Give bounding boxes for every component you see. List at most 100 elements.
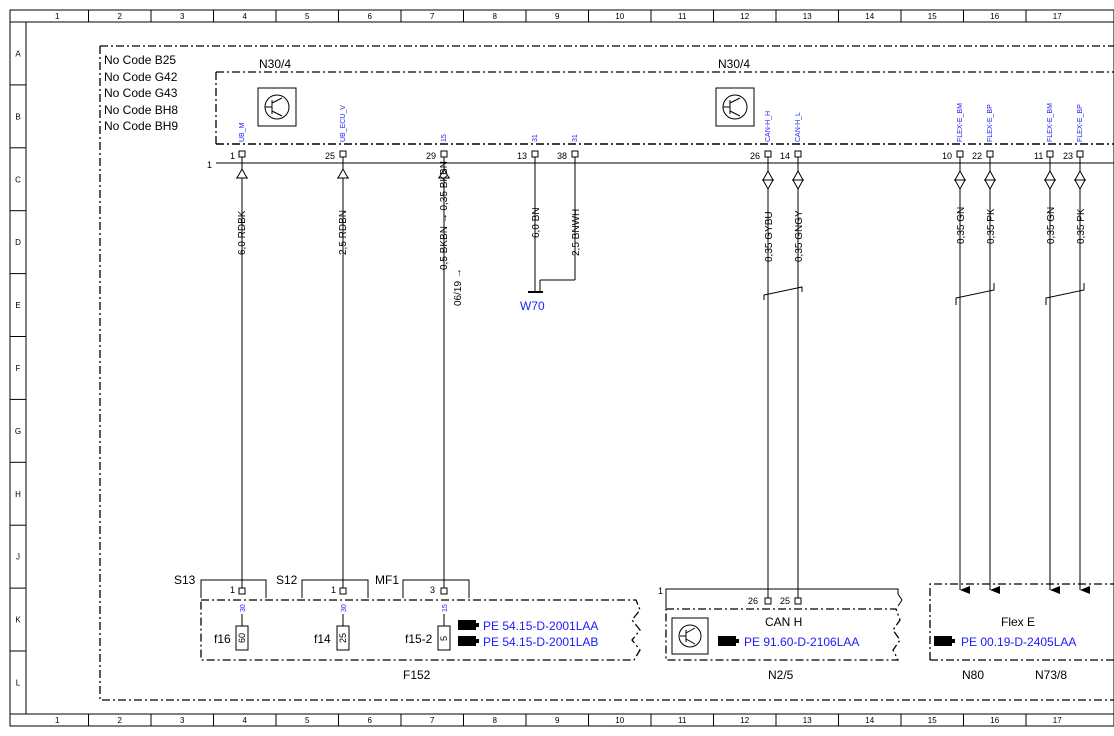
grid-column-label: 7 xyxy=(430,716,435,725)
pin-number: 29 xyxy=(426,151,436,161)
twist-marker xyxy=(763,286,803,300)
n30-pins: UB_M 1 UB_ECU_V 25 15 29 31 13 31 38 CAN… xyxy=(230,103,1084,161)
drawing-frame xyxy=(9,9,1114,727)
wire-label: 0,35 GNGY xyxy=(794,210,805,262)
grid-row-label: G xyxy=(15,427,21,436)
pin-signal-label: UB_M xyxy=(239,122,246,142)
grid-column-label: 1 xyxy=(55,12,60,21)
pin-number: 1 xyxy=(230,151,235,161)
reference-link[interactable]: PE 91.60-D-2106LAA xyxy=(744,635,859,649)
wire-label: 6,0 BN xyxy=(531,207,542,238)
wire-label: 6,0 RDBK xyxy=(237,210,248,255)
grid-column-label: 7 xyxy=(430,12,435,21)
pin-number: 1 xyxy=(331,585,336,595)
pin-signal-label: FLEX-E_BM xyxy=(957,103,964,142)
code-item: No Code G43 xyxy=(104,86,178,100)
bus-label: Flex E xyxy=(1001,615,1035,629)
hand-pointer-icon xyxy=(718,636,739,646)
pin-number: 1 xyxy=(230,585,235,595)
reference-link[interactable]: PE 54.15-D-2001LAA xyxy=(483,619,598,633)
n30-pin: 15 29 xyxy=(426,134,448,161)
n30-pin: FLEX-E_BP 23 xyxy=(1063,104,1084,161)
grid-column-label: 10 xyxy=(615,12,624,21)
fuse xyxy=(336,625,350,651)
grid-column-label: 3 xyxy=(180,12,185,21)
pin-signal-label: 31 xyxy=(532,134,539,142)
pin-signal-label: 15 xyxy=(442,604,449,612)
fuse-rating: 25 xyxy=(338,633,348,643)
grid-column-label: 12 xyxy=(740,12,749,21)
code-item: No Code BH8 xyxy=(104,103,178,117)
grid-columns: 1122334455667788991010111112121313141415… xyxy=(55,10,1062,726)
component-label: N73/8 xyxy=(1035,668,1067,682)
pin-number: 38 xyxy=(557,151,567,161)
grid-column-label: 3 xyxy=(180,716,185,725)
grid-column-label: 9 xyxy=(555,12,560,21)
component-label: N80 xyxy=(962,668,984,682)
pin-signal-label: FLEX-E_BP xyxy=(1077,104,1084,142)
grid-column-label: 6 xyxy=(368,12,373,21)
wire-note: 06/19 → xyxy=(453,268,464,306)
fuse-rating: 60 xyxy=(237,633,247,643)
n30-outer-boundary xyxy=(99,45,1114,701)
fuse-label: f15-2 xyxy=(405,632,433,646)
pin-number: 14 xyxy=(780,151,790,161)
grid-column-label: 13 xyxy=(803,12,812,21)
fuse xyxy=(235,625,249,651)
pin-signal-label: 15 xyxy=(441,134,448,142)
wire-label: 0,35 GYBU xyxy=(764,211,775,262)
pin-number: 26 xyxy=(750,151,760,161)
wire-label: 2,5 BNWH xyxy=(571,209,582,256)
n30-label-right: N30/4 xyxy=(718,57,750,71)
grid-row-label: C xyxy=(15,175,21,184)
grid-row-label: A xyxy=(15,49,21,58)
grid-row-label: K xyxy=(15,616,21,625)
reference-link[interactable]: PE 54.15-D-2001LAB xyxy=(483,635,598,649)
n30-pin: FLEX-E_BM 10 xyxy=(942,103,964,161)
connector-label: S12 xyxy=(276,573,298,587)
twist-marker xyxy=(1045,283,1085,305)
code-item: No Code B25 xyxy=(104,53,176,67)
pin-signal-label: FLEX-E_BM xyxy=(1047,103,1054,142)
pin-number: 22 xyxy=(972,151,982,161)
grid-row-label: D xyxy=(15,238,21,247)
pin-number: 25 xyxy=(325,151,335,161)
fuse xyxy=(437,625,451,651)
pin-number: 11 xyxy=(1034,151,1043,161)
bus-label: CAN H xyxy=(765,615,802,629)
grid-column-label: 8 xyxy=(493,716,498,725)
n30-label-left: N30/4 xyxy=(259,57,291,71)
n30-pin-1-label: 1 xyxy=(207,160,212,170)
grid-column-label: 17 xyxy=(1053,12,1062,21)
hand-pointer-icon xyxy=(458,620,479,630)
pin-signal-label: CAN-H_L xyxy=(795,112,802,142)
grid-column-label: 12 xyxy=(740,716,749,725)
n30-pin: 31 38 xyxy=(557,134,579,161)
pin-signal-label: 30 xyxy=(240,604,247,612)
n30-pin: UB_M 1 xyxy=(230,122,246,161)
grid-column-label: 6 xyxy=(368,716,373,725)
grid-column-label: 15 xyxy=(928,12,937,21)
f152-fuse-box: S13 S12 MF1 1 1 3 30 30 15 60 25 5 f16 f… xyxy=(174,573,641,682)
n30-pin: UB_ECU_V 25 xyxy=(325,105,347,161)
grid-column-label: 16 xyxy=(990,716,999,725)
grid-column-label: 17 xyxy=(1053,716,1062,725)
grid-column-label: 2 xyxy=(118,12,123,21)
wire-label: 0,35 PK xyxy=(1076,208,1087,244)
pin-signal-label: CAN-H_H xyxy=(765,111,772,142)
connector-label: S13 xyxy=(174,573,196,587)
pin-number: 23 xyxy=(1063,151,1073,161)
pin-signal-label: UB_ECU_V xyxy=(340,105,347,142)
grid-column-label: 15 xyxy=(928,716,937,725)
transistor-icon xyxy=(671,617,709,655)
code-item: No Code BH9 xyxy=(104,119,178,133)
n30-pin: 31 13 xyxy=(517,134,539,161)
wire-label: 0,35 PK xyxy=(986,208,997,244)
wire-label: 0,5 BKBN → 0,35 BKBN xyxy=(439,161,450,270)
grid-column-label: 4 xyxy=(243,716,248,725)
pin-number: 25 xyxy=(780,596,790,606)
fuse-label: f14 xyxy=(314,632,331,646)
code-item: No Code G42 xyxy=(104,70,178,84)
reference-link[interactable]: PE 00.19-D-2405LAA xyxy=(961,635,1076,649)
grid-row-label: E xyxy=(15,301,20,310)
